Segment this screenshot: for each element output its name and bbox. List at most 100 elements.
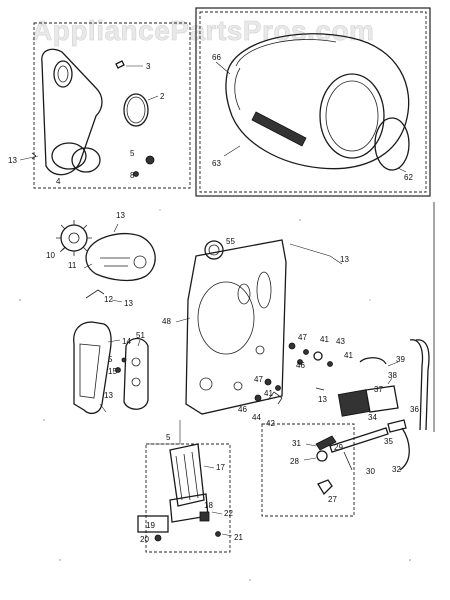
duct-part-14: [73, 321, 112, 415]
part-44: [267, 391, 283, 401]
belt-part-36b: [415, 339, 430, 431]
rear-panel-hole-4: [233, 381, 243, 391]
label-21: 21: [234, 533, 243, 542]
label-12: 12: [104, 295, 113, 304]
lead-2: [147, 95, 159, 101]
lead-14: [107, 339, 121, 343]
label-13b: 13: [116, 211, 125, 220]
part-41: [303, 349, 309, 355]
duct-part-14-inner: [79, 343, 101, 399]
heater-box-top: [146, 420, 181, 445]
label-41: 41: [320, 335, 329, 344]
heater-part-17: [169, 443, 205, 507]
front-panel-inner: [57, 65, 69, 83]
part-28: [316, 450, 328, 462]
door-opening-part: [51, 142, 87, 170]
label-39: 39: [396, 355, 405, 364]
label-18: 18: [204, 501, 213, 510]
part-19: [137, 515, 169, 533]
scan-noise: [19, 209, 411, 581]
label-29: 29: [334, 443, 343, 452]
group-duct: [73, 289, 149, 415]
front-panel-part: [41, 48, 103, 176]
label-43: 43: [336, 337, 345, 346]
label-11: 11: [68, 261, 77, 270]
part-47b: [264, 378, 272, 386]
label-42: 42: [266, 419, 275, 428]
label-5c: 5: [166, 433, 171, 442]
rear-panel-opening: [197, 281, 255, 355]
lead-13d: [289, 243, 343, 265]
part-21: [215, 531, 221, 537]
lead-39: [387, 361, 399, 367]
label-35: 35: [384, 437, 393, 446]
label-22: 22: [224, 509, 233, 518]
label-51: 51: [136, 331, 145, 340]
drum-rib-2: [234, 67, 241, 111]
label-5: 5: [130, 149, 135, 158]
lead-31: [305, 443, 317, 447]
lead-66: [215, 61, 231, 75]
lint-filter-hole-1: [131, 357, 141, 367]
part-46: [297, 359, 303, 365]
lead-62: [397, 167, 407, 173]
label-15: 15: [108, 367, 117, 376]
label-38: 38: [388, 371, 397, 380]
label-44: 44: [252, 413, 261, 422]
screw-part-5: [145, 155, 155, 165]
part-20: [154, 534, 162, 542]
group-heater: [137, 420, 233, 553]
label-63: 63: [212, 159, 221, 168]
label-8: 8: [130, 171, 135, 180]
label-46: 46: [296, 361, 305, 370]
arm-part-29: [329, 427, 389, 453]
lint-filter-part-51: [123, 337, 149, 410]
label-5b: 5: [108, 355, 113, 364]
blower-wheel-vanes: [56, 220, 92, 256]
part-27: [317, 479, 333, 496]
label-3: 3: [146, 62, 151, 71]
watermark-text: AppliancePartsPros.com: [32, 15, 374, 46]
blower-housing-part: [85, 233, 156, 282]
label-14: 14: [122, 337, 131, 346]
label-2: 2: [160, 92, 165, 101]
lead-10: [59, 246, 67, 253]
part-35: [387, 419, 407, 433]
drum-opening-inner: [325, 80, 379, 152]
belt-part-36: [409, 339, 424, 431]
label-27: 27: [328, 495, 337, 504]
part-18: [199, 511, 210, 522]
part-13f: [315, 387, 325, 391]
label-41b: 41: [344, 351, 353, 360]
group-rear-panel: [175, 239, 343, 415]
lead-17: [203, 465, 215, 469]
part-47: [288, 342, 296, 350]
motor-mount-part-37: [365, 385, 399, 413]
lead-63: [223, 145, 241, 157]
part-43: [313, 351, 323, 361]
heater-coils: [175, 451, 199, 501]
part-30: [343, 451, 353, 471]
lead-13e: [99, 403, 107, 413]
label-31: 31: [292, 439, 301, 448]
clip-part-3: [115, 60, 125, 69]
label-28: 28: [290, 457, 299, 466]
label-20: 20: [140, 535, 149, 544]
label-36: 36: [410, 405, 419, 414]
group-front-bulkhead: [19, 22, 191, 189]
label-66: 66: [212, 53, 221, 62]
drum-part: [225, 33, 410, 170]
gasket-ring-inner: [126, 96, 146, 124]
lead-51: [137, 339, 141, 347]
blower-wheel-hub: [68, 232, 80, 244]
rear-panel-vent: [256, 271, 272, 309]
belt-part-32: [399, 427, 410, 471]
part-55-inner: [208, 244, 220, 256]
drum-seal-part: [374, 117, 410, 171]
group-box-front: [33, 22, 191, 189]
label-10: 10: [46, 251, 55, 260]
drum-opening: [319, 73, 385, 159]
label-17: 17: [216, 463, 225, 472]
label-46b: 46: [238, 405, 247, 414]
